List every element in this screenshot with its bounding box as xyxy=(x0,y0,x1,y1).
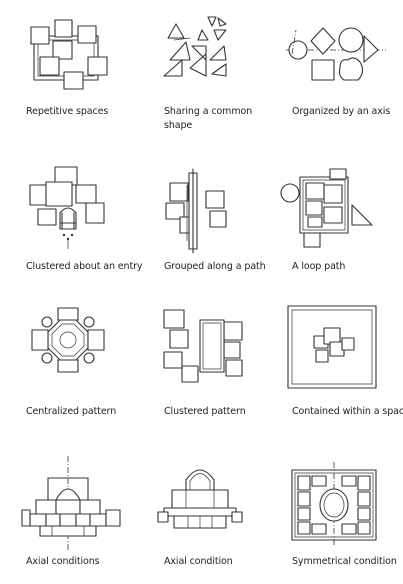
caption-loop-path: A loop path xyxy=(292,261,346,272)
caption-organized-by-axis: Organized by an axis xyxy=(292,106,391,117)
caption-sharing-common-shape: Sharing a common shape xyxy=(164,106,253,131)
caption-symmetrical-condition: Symmetrical condition xyxy=(292,556,397,567)
organized-by-axis-drawing xyxy=(268,0,402,100)
axial-condition-drawing xyxy=(134,450,268,550)
caption-repetitive-spaces: Repetitive spaces xyxy=(26,106,109,117)
centralized-pattern-drawing xyxy=(0,300,134,400)
contained-within-space-drawing xyxy=(268,300,402,400)
loop-path-drawing xyxy=(268,155,402,255)
caption-axial-condition: Axial condition xyxy=(164,556,233,567)
caption-centralized-pattern: Centralized pattern xyxy=(26,406,117,417)
sharing-common-shape-drawing xyxy=(134,0,268,100)
caption-grouped-along-path: Grouped along a path xyxy=(164,261,266,272)
caption-contained-within-space: Contained within a space xyxy=(292,406,403,417)
grouped-along-path-drawing xyxy=(134,155,268,255)
clustered-about-entry-drawing xyxy=(0,155,134,255)
caption-clustered-pattern: Clustered pattern xyxy=(164,406,246,417)
repetitive-spaces-drawing xyxy=(0,0,134,100)
axial-conditions-drawing xyxy=(0,450,134,550)
clustered-pattern-drawing xyxy=(134,300,268,400)
symmetrical-condition-drawing xyxy=(268,450,402,550)
caption-clustered-about-entry: Clustered about an entry xyxy=(26,261,143,272)
caption-axial-conditions: Axial conditions xyxy=(26,556,100,567)
